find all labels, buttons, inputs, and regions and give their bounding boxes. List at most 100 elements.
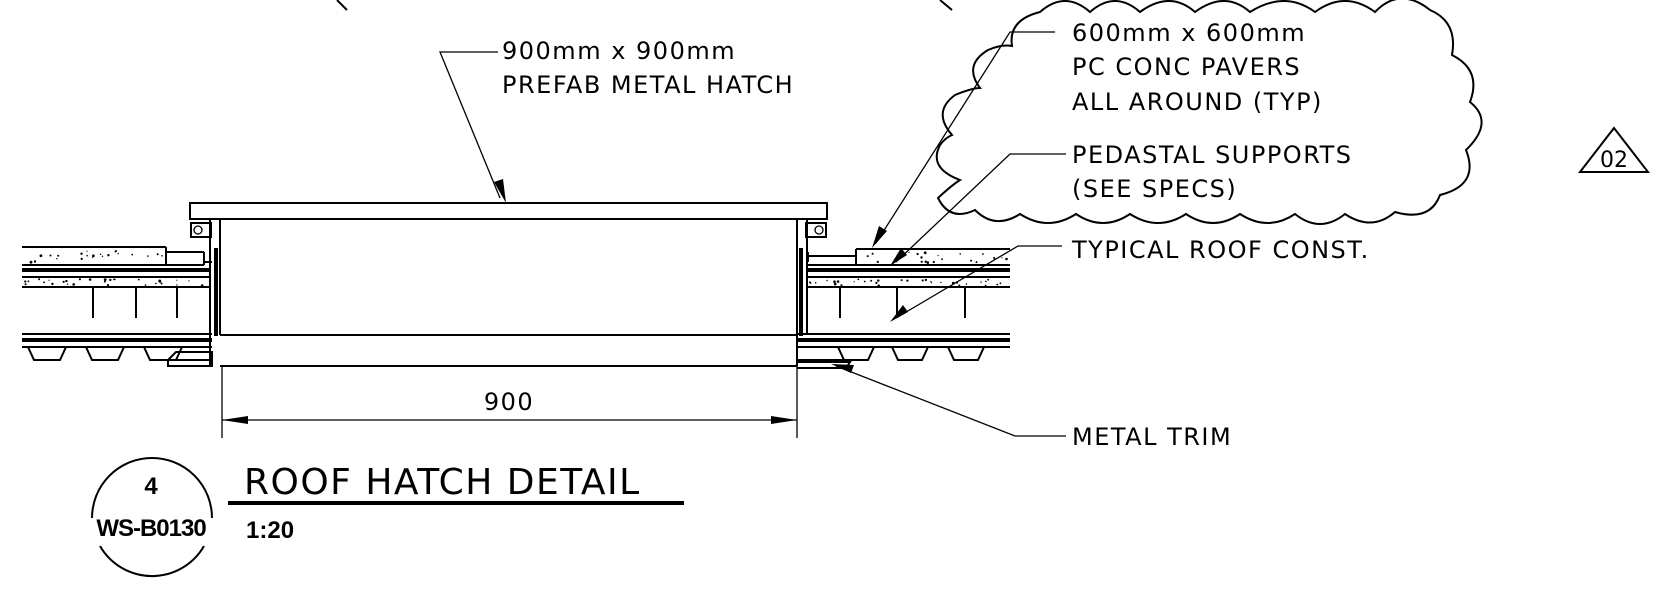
stipple-dot <box>27 280 30 283</box>
pavers-label-3: ALL AROUND (TYP) <box>1072 88 1323 116</box>
stipple-dot <box>66 283 69 285</box>
stipple-dot <box>996 283 999 286</box>
stipple-dot <box>876 260 879 263</box>
stipple-dot <box>870 279 873 282</box>
stipple-dot <box>24 283 27 286</box>
stipple-dot <box>877 284 880 288</box>
stipple-dot <box>113 278 115 281</box>
stipple-dot <box>176 284 178 286</box>
stipple-dot <box>34 261 36 263</box>
stipple-dot <box>987 278 990 281</box>
stipple-dot <box>866 255 869 258</box>
stipple-dot <box>958 284 961 287</box>
stipple-dot <box>155 282 157 285</box>
stipple-dot <box>144 284 147 286</box>
stipple-dot <box>908 251 910 253</box>
stipple-dot <box>106 284 110 287</box>
stipple-dot <box>57 254 60 257</box>
left-roof-construction <box>22 246 212 361</box>
revision-cloud <box>935 0 1483 225</box>
stipple-dot <box>833 282 837 286</box>
stipple-dot <box>965 283 968 285</box>
top-arrowheads <box>336 0 953 11</box>
stipple-dot <box>114 251 117 253</box>
stipple-dot <box>117 253 119 255</box>
leaders <box>439 31 1066 437</box>
detail-number: 4 <box>144 473 158 500</box>
stipple-dot <box>982 253 984 255</box>
stipple-dot <box>49 254 52 257</box>
stipple-dot <box>931 282 933 284</box>
stipple-dot <box>65 279 68 283</box>
stipple-dot <box>43 281 45 284</box>
right-roof-construction <box>798 248 1010 361</box>
stipple-dot <box>930 281 932 283</box>
revision-delta: 02 <box>1577 126 1651 173</box>
stipple-dot <box>970 259 973 262</box>
revision-number: 02 <box>1600 148 1628 173</box>
hatch-label-1: 900mm x 900mm <box>502 37 736 65</box>
stipple-dot <box>137 278 140 281</box>
stipple-dot <box>877 279 880 282</box>
roof-const-label: TYPICAL ROOF CONST. <box>1071 236 1370 264</box>
stipple-dot <box>1001 257 1003 259</box>
pavers-label-1: 600mm x 600mm <box>1072 19 1306 47</box>
stipple-dot <box>161 255 163 257</box>
stipple-dot <box>985 280 987 283</box>
stipple-dot <box>940 281 942 284</box>
stipple-dot <box>99 253 102 255</box>
width-dimension: 900 <box>221 366 798 438</box>
stipple-dot <box>814 282 817 284</box>
stipple-dot <box>833 280 836 284</box>
stipple-dot <box>1005 258 1008 260</box>
sheet-reference: WS-B0130 <box>96 515 206 542</box>
annotations: 900mm x 900mm PREFAB METAL HATCH 600mm x… <box>502 19 1370 451</box>
stipple-dot <box>924 278 928 282</box>
stipple-dot <box>72 283 75 286</box>
stipple-dot <box>38 278 40 281</box>
stipple-dot <box>80 257 83 260</box>
stipple-dot <box>923 251 927 255</box>
stipple-dot <box>103 278 107 281</box>
stipple-dot <box>999 282 1002 285</box>
title-block: 4 WS-B0130 ROOF HATCH DETAIL 1:20 <box>91 457 684 578</box>
stipple-dot <box>86 250 88 252</box>
stipple-dot <box>103 280 106 283</box>
detail-scale: 1:20 <box>246 517 294 544</box>
stipple-dot <box>826 279 828 282</box>
stipple-dot <box>906 279 909 282</box>
stipple-dot <box>853 281 855 283</box>
stipple-dot <box>92 254 95 257</box>
stipple-dot <box>900 279 903 282</box>
stipple-dot <box>80 252 83 255</box>
stipple-dot <box>147 255 149 257</box>
stipple-dot <box>156 253 159 256</box>
pedestal-label-1: PEDASTAL SUPPORTS <box>1072 141 1353 169</box>
stipple-dot <box>131 253 134 256</box>
stipple-dot <box>62 280 65 283</box>
stipple-dot <box>836 280 840 283</box>
stipple-dot <box>188 280 190 282</box>
stipple-dot <box>840 284 843 287</box>
hatch-label-2: PREFAB METAL HATCH <box>502 71 794 99</box>
metal-hatch <box>167 202 852 369</box>
stipple-dot <box>920 260 923 263</box>
stipple-dot <box>875 281 878 284</box>
dimension-value: 900 <box>484 388 534 416</box>
stipple-dot <box>86 254 88 257</box>
stipple-dot <box>160 282 163 285</box>
stipple-dot <box>871 252 874 255</box>
stipple-dot <box>51 282 54 286</box>
stipple-dot <box>158 280 162 283</box>
stipple-dot <box>959 253 961 255</box>
stipple-dot <box>937 254 939 257</box>
stipple-dot <box>101 255 104 257</box>
stipple-dot <box>924 260 927 263</box>
detail-title: ROOF HATCH DETAIL <box>244 462 641 503</box>
stipple-dot <box>107 254 110 257</box>
stipple-dot <box>810 282 812 284</box>
stipple-dot <box>48 279 50 281</box>
stipple-dot <box>176 279 178 281</box>
pedestal-label-2: (SEE SPECS) <box>1072 175 1237 203</box>
